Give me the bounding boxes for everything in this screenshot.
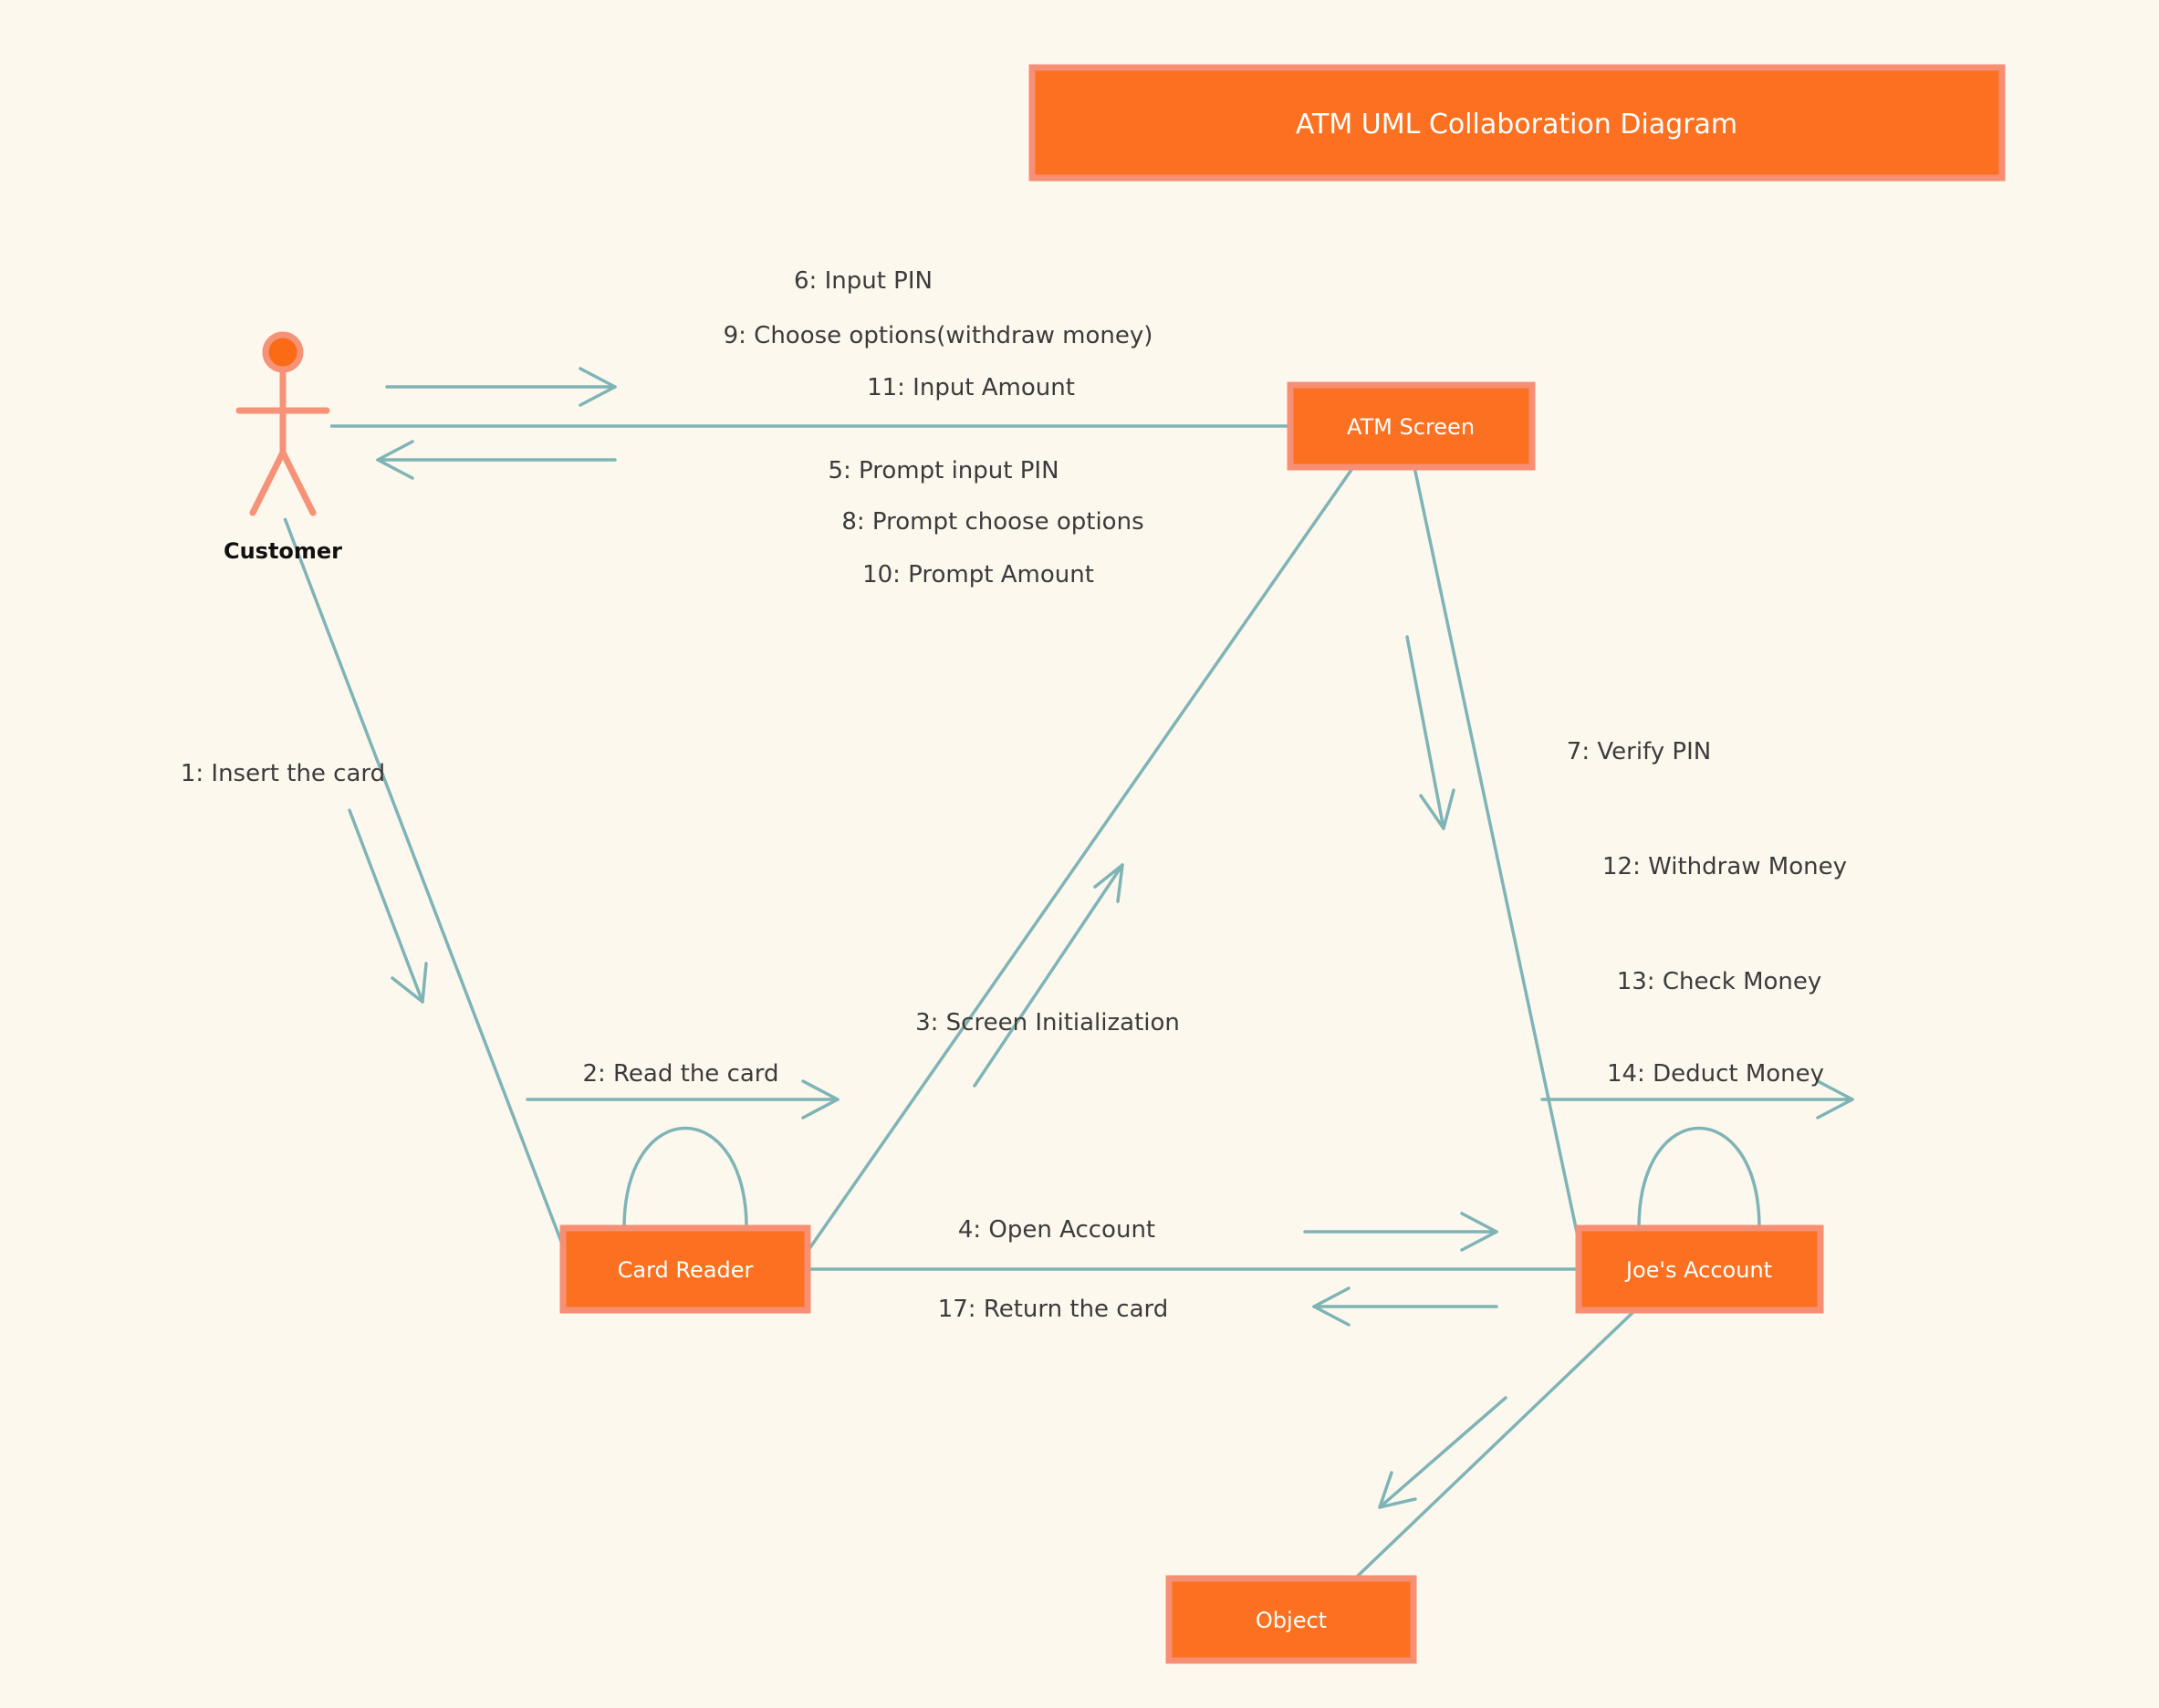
actor-head [262, 331, 304, 373]
arrow-open-account [1303, 1212, 1498, 1252]
msg-insert-card: 1: Insert the card [181, 760, 385, 787]
joes-account-box [1575, 1224, 1824, 1314]
message-arrows [348, 367, 1854, 1509]
arrow-read-card [526, 1079, 840, 1120]
links [283, 424, 1761, 1580]
msg-screen-initialization: 3: Screen Initialization [915, 1009, 1180, 1036]
msg-read-card: 2: Read the card [582, 1060, 778, 1088]
arrow-insert-card [348, 808, 428, 1004]
card-reader-box [559, 1224, 811, 1314]
arrow-to-object [1378, 1396, 1507, 1509]
title-banner: ATM UML Collaboration Diagram [1028, 64, 2006, 182]
msg-choose-options: 9: Choose options(withdraw money) [724, 322, 1153, 349]
msg-check-money: 13: Check Money [1617, 968, 1822, 995]
message-labels: 6: Input PIN 9: Choose options(withdraw … [181, 267, 1847, 1323]
title-box [1028, 64, 2006, 182]
msg-input-amount: 11: Input Amount [867, 374, 1075, 401]
node-atm-screen: ATM Screen [1287, 381, 1536, 471]
arrow-customer-to-atm-screen [385, 367, 617, 407]
arrow-verify-pin [1405, 635, 1455, 830]
arrow-return-card [1312, 1286, 1498, 1327]
msg-prompt-choose-options: 8: Prompt choose options [841, 508, 1143, 536]
customer-actor: Customer [224, 331, 342, 564]
atm-screen-box [1287, 381, 1536, 471]
node-joes-account: Joe's Account [1575, 1224, 1824, 1314]
node-card-reader: Card Reader [559, 1224, 811, 1314]
diagram-title: ATM UML Collaboration Diagram [1296, 109, 1737, 141]
self-loop-card-reader [622, 1126, 748, 1229]
link-atm-screen-joes-account [1413, 466, 1580, 1242]
arrow-deduct-money [1540, 1079, 1854, 1120]
actor-left-leg [249, 449, 287, 516]
object-label: Object [1256, 1608, 1327, 1633]
card-reader-label: Card Reader [618, 1257, 754, 1283]
actor-label: Customer [224, 538, 342, 564]
msg-deduct-money: 14: Deduct Money [1607, 1060, 1824, 1088]
link-card-reader-atm-screen [807, 466, 1355, 1251]
actor-right-leg [279, 449, 317, 516]
joes-account-label: Joe's Account [1624, 1257, 1772, 1283]
link-joes-account-object [1353, 1307, 1638, 1580]
atm-screen-label: ATM Screen [1347, 414, 1475, 440]
link-customer-card-reader [283, 517, 565, 1247]
msg-prompt-input-pin: 5: Prompt input PIN [828, 457, 1059, 484]
object-box [1165, 1575, 1417, 1664]
arrow-screen-initialization [973, 863, 1124, 1088]
msg-return-card: 17: Return the card [938, 1296, 1169, 1323]
arrow-atm-screen-to-customer [376, 440, 617, 480]
self-loop-joes-account [1637, 1126, 1761, 1229]
node-object: Object [1165, 1575, 1417, 1664]
msg-open-account: 4: Open Account [958, 1216, 1155, 1244]
msg-withdraw-money: 12: Withdraw Money [1602, 853, 1847, 880]
msg-prompt-amount: 10: Prompt Amount [862, 561, 1094, 588]
msg-input-pin: 6: Input PIN [794, 267, 933, 295]
msg-verify-pin: 7: Verify PIN [1567, 738, 1711, 765]
